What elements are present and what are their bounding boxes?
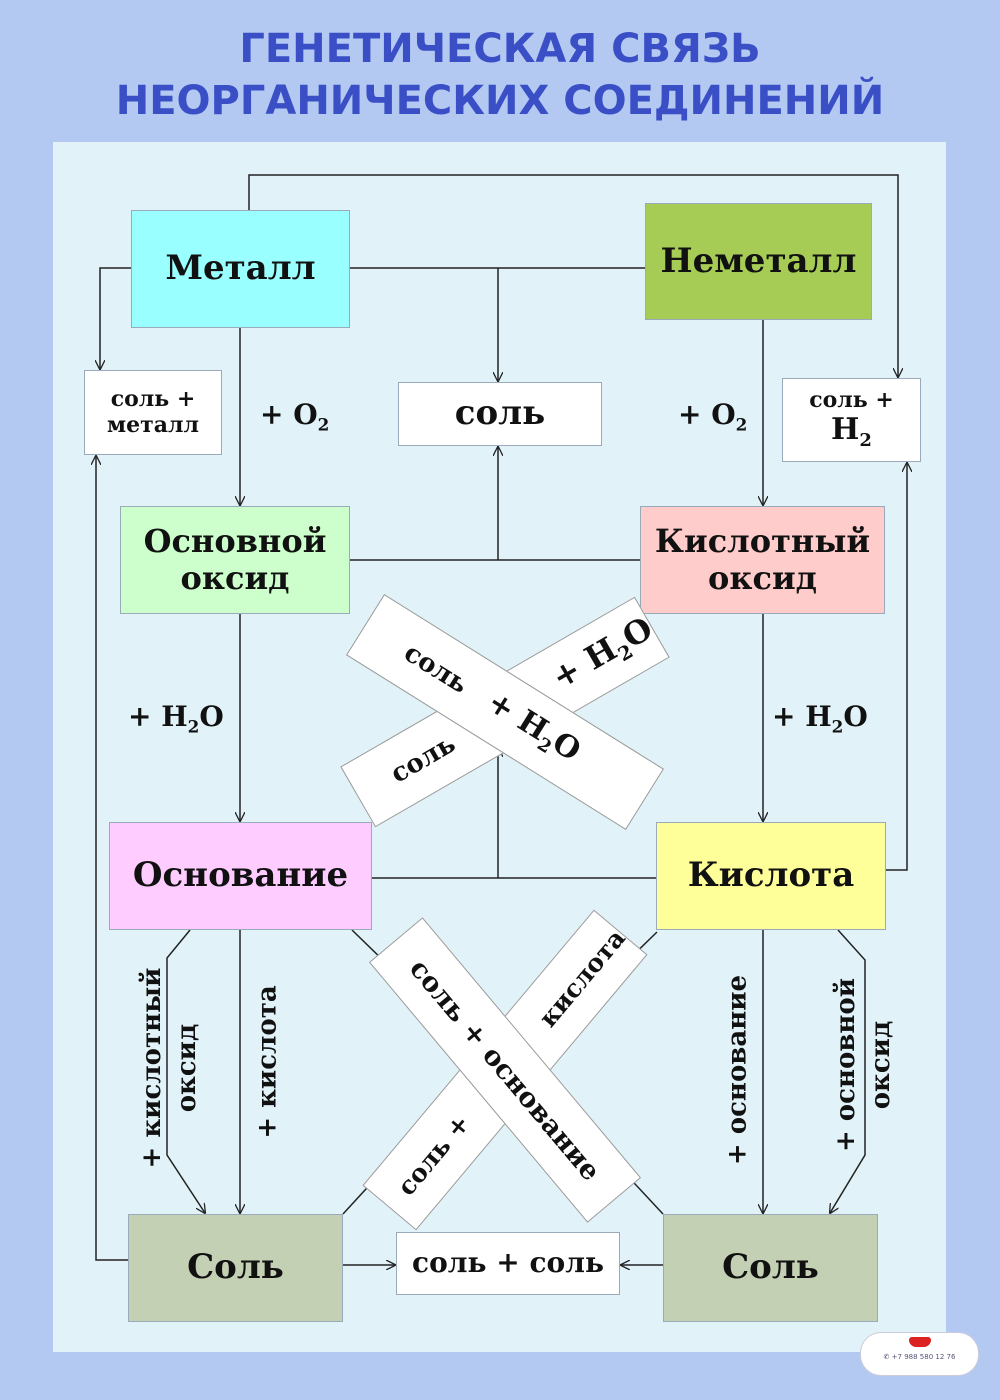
salt-left-box: Соль <box>128 1214 343 1322</box>
plus-acid-label: + кислота <box>252 985 283 1139</box>
phone-icon: ✆ <box>883 1353 890 1361</box>
plus-base-label: + основание <box>722 974 753 1166</box>
o2-label-left: + O2 <box>260 398 330 435</box>
acid-box: Кислота <box>656 822 886 930</box>
h2o-label-left: + H2O <box>128 700 224 737</box>
salt-salt-box: соль + соль <box>396 1232 620 1295</box>
salt-h2-line1: соль + <box>809 387 894 413</box>
ribbon-upper-back-left-text: соль <box>385 728 461 790</box>
salt-metal-box: соль +металл <box>84 370 222 455</box>
metal-box: Металл <box>131 210 350 328</box>
o2-label-right: + O2 <box>678 398 748 435</box>
salt-metal-line2: металл <box>106 411 200 438</box>
publisher-logo: ✆ +7 988 580 12 76 <box>860 1332 979 1376</box>
ribbon-upper-front-left-text: соль <box>398 637 474 700</box>
logo-phone: ✆ +7 988 580 12 76 <box>883 1353 956 1361</box>
acid-oxide-line2: оксид <box>708 559 817 597</box>
salt-h2-sub: 2 <box>859 430 872 452</box>
salt-h2-h: H <box>831 412 860 448</box>
nonmetal-box: Неметалл <box>645 203 872 320</box>
salt-metal-line1: соль + <box>110 386 196 413</box>
base-box: Основание <box>109 822 372 930</box>
salt-h2-box: соль +H2 <box>782 378 921 462</box>
salt-right-box: Соль <box>663 1214 878 1322</box>
acid-oxide-line1: Кислотный <box>654 522 871 561</box>
h2o-label-right: + H2O <box>772 700 868 737</box>
salt-box: соль <box>398 382 602 446</box>
title-line-2: НЕОРГАНИЧЕСКИХ СОЕДИНЕНИЙ <box>115 78 885 124</box>
title-line-1: ГЕНЕТИЧЕСКАЯ СВЯЗЬ <box>239 26 761 72</box>
logo-icon <box>908 1337 931 1347</box>
basic-oxide-line2: оксид <box>180 559 290 597</box>
basic-oxide-line1: Основной <box>143 522 327 561</box>
